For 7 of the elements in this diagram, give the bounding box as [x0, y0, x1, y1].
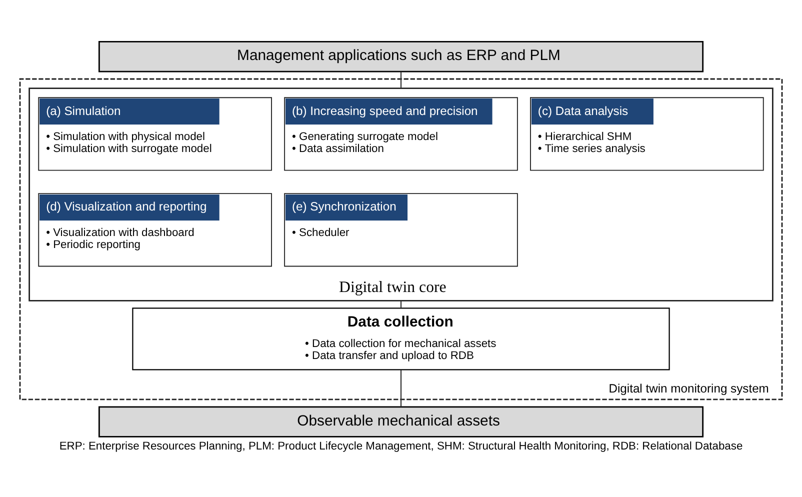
connector	[400, 300, 402, 308]
node-box: Data collection • Data collection for mechanical assets • Data transfer and upload to RDB	[132, 307, 670, 370]
node-box: Management applications such as ERP and PLM	[98, 40, 704, 72]
connector	[400, 71, 402, 88]
connector	[400, 370, 402, 406]
node-box: Observable mechanical assets	[98, 406, 704, 437]
caption: ERP: Enterprise Resources Planning, PLM: Product Lifecycle Management, SHM: Structural Health Monitoring, RDB: Relational Database	[59, 440, 743, 452]
